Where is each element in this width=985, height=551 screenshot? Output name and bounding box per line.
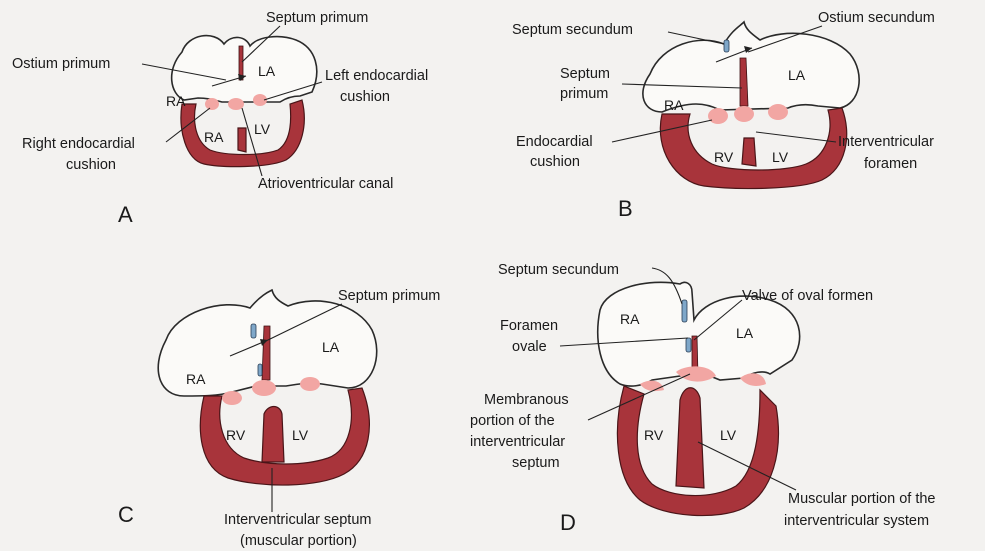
- panel-d-label-membranous-2: portion of the: [470, 413, 555, 429]
- panel-a-ra-top: RA: [166, 93, 186, 109]
- panel-d-letter: D: [560, 510, 576, 535]
- panel-b-label-ostium-secundum: Ostium secundum: [818, 10, 935, 26]
- panel-d-label-valve-oval: Valve of oval formen: [742, 288, 873, 304]
- panel-c-label-ivs-2: (muscular portion): [240, 533, 357, 549]
- panel-a-ventricle-septum: [238, 128, 246, 152]
- panel-a-label-right-endocardial-2: cushion: [66, 157, 116, 173]
- panel-d-label-membranous-1: Membranous: [484, 392, 569, 408]
- panel-a-label-ostium-primum: Ostium primum: [12, 56, 110, 72]
- panel-d-label-muscular-1: Muscular portion of the: [788, 491, 936, 507]
- panel-c-ventricle-septum: [262, 407, 284, 463]
- panel-b-label-septum-primum-2: primum: [560, 86, 608, 102]
- panel-a-atria: [172, 36, 317, 102]
- panel-c-septum-secundum-mark: [251, 324, 256, 338]
- panel-c-cushion-right: [300, 377, 320, 391]
- panel-a-ra-bottom: RA: [204, 129, 224, 145]
- panel-d-ventricle-septum: [676, 388, 704, 488]
- panel-a-lv: LV: [254, 121, 271, 137]
- panel-a-right-cushion: [205, 98, 219, 110]
- panel-a-label-left-endocardial-2: cushion: [340, 89, 390, 105]
- panel-b-leader-iv-foramen: [756, 132, 836, 142]
- panel-c-label-ivs-1: Interventricular septum: [224, 512, 371, 528]
- panel-c-label-septum-primum: Septum primum: [338, 288, 440, 304]
- panel-d-septum-secundum-mark: [682, 300, 687, 322]
- panel-b-label-iv-foramen-1: Interventricular: [838, 134, 934, 150]
- panel-b-la: LA: [788, 67, 806, 83]
- panel-b-rv: RV: [714, 149, 734, 165]
- panel-d-label-membranous-3: interventricular: [470, 434, 565, 450]
- panel-a-label-right-endocardial-1: Right endocardial: [22, 136, 135, 152]
- panel-b-letter: B: [618, 196, 633, 221]
- panel-b-label-septum-secundum: Septum secundum: [512, 22, 633, 38]
- panel-c-ra: RA: [186, 371, 206, 387]
- panel-b-septum-secundum-mark: [724, 40, 729, 52]
- panel-d-label-foramen-1: Foramen: [500, 318, 558, 334]
- panel-d: RA LA RV LV Septum secundum Valve of ova…: [470, 262, 936, 535]
- panel-b-cushion-right: [768, 104, 788, 120]
- panel-b-ventricle-septum: [742, 138, 756, 166]
- panel-d-lv: LV: [720, 427, 737, 443]
- panel-a-letter: A: [118, 202, 133, 227]
- panel-d-la: LA: [736, 325, 754, 341]
- panel-b-label-septum-primum-1: Septum: [560, 66, 610, 82]
- panel-b-label-iv-foramen-2: foramen: [864, 156, 917, 172]
- panel-b-label-endocardial-1: Endocardial: [516, 134, 593, 150]
- panel-b-cushion-left: [708, 108, 728, 124]
- panel-d-foramen-mark: [686, 338, 691, 352]
- panel-a-la: LA: [258, 63, 276, 79]
- panel-d-ra: RA: [620, 311, 640, 327]
- panel-d-label-membranous-4: septum: [512, 455, 560, 471]
- panel-b-cushion-mid: [734, 106, 754, 122]
- panel-d-label-muscular-2: interventricular system: [784, 513, 929, 529]
- panel-c-cushion-left: [222, 391, 242, 405]
- panel-c-lower-mark: [258, 364, 262, 376]
- panel-b-ra: RA: [664, 97, 684, 113]
- panel-b: RA LA RV LV Septum secundum Ostium secun…: [512, 10, 935, 221]
- panel-d-label-septum-secundum: Septum secundum: [498, 262, 619, 278]
- panel-a: RA LA RA LV Septum primum Ostium primum …: [12, 10, 428, 227]
- panel-c-rv: RV: [226, 427, 246, 443]
- panel-a-label-septum-primum: Septum primum: [266, 10, 368, 26]
- panel-a-label-left-endocardial-1: Left endocardial: [325, 68, 428, 84]
- panel-d-rv: RV: [644, 427, 664, 443]
- panel-c-letter: C: [118, 502, 134, 527]
- panel-d-label-foramen-2: ovale: [512, 339, 547, 355]
- panel-a-label-av-canal: Atrioventricular canal: [258, 176, 393, 192]
- panel-c-lv: LV: [292, 427, 309, 443]
- panel-c: RA LA RV LV Septum primum Interventricul…: [118, 288, 440, 549]
- panel-c-cushion-mid: [252, 380, 276, 396]
- panel-b-lv: LV: [772, 149, 789, 165]
- panel-c-la: LA: [322, 339, 340, 355]
- panel-b-label-endocardial-2: cushion: [530, 154, 580, 170]
